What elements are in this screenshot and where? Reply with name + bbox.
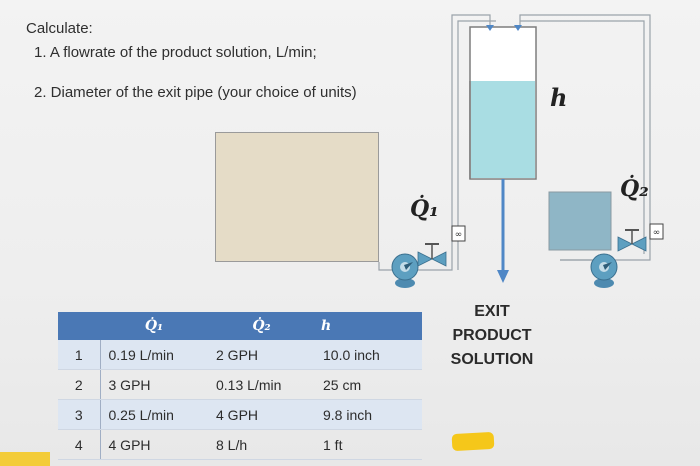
exit-line-1: EXIT (474, 303, 510, 320)
data-table: Q̇₁ Q̇₂ h 1 0.19 L/min 2 GPH 10.0 inch 2… (58, 312, 422, 460)
q1-label: Q̇₁ (410, 196, 439, 222)
highlighter-mark (451, 431, 495, 452)
h-label: h (550, 83, 568, 112)
question-item-1: 1. A flowrate of the product solution, L… (34, 44, 317, 61)
table-header-q2: Q̇₂ (208, 312, 315, 340)
table-cell: 1 ft (315, 429, 422, 460)
table-cell: 0.25 L/min (100, 399, 208, 430)
flowmeter-1-icon (451, 225, 466, 242)
corner-highlighter-mark (0, 452, 50, 466)
table-cell: 3 (58, 399, 101, 430)
flowmeter-2-symbol: ∞ (653, 228, 661, 238)
table-header-index (58, 312, 100, 340)
exit-product-solution-label: EXIT PRODUCT SOLUTION (446, 300, 538, 372)
pump-2-icon (590, 253, 618, 288)
table-cell: 1 (58, 340, 101, 370)
table-row: 1 0.19 L/min 2 GPH 10.0 inch (58, 340, 422, 370)
table-cell: 4 GPH (100, 429, 208, 460)
question-item-2: 2. Diameter of the exit pipe (your choic… (34, 84, 357, 101)
table-cell: 10.0 inch (315, 340, 422, 370)
flowmeter-2-icon (649, 223, 664, 240)
table-cell: 2 (58, 369, 101, 400)
table-header-q1: Q̇₁ (100, 312, 208, 340)
table-cell: 0.19 L/min (100, 340, 208, 370)
reagent-box (548, 191, 612, 251)
pump-1-icon (391, 253, 419, 288)
flowmeter-1-symbol: ∞ (455, 230, 463, 240)
table-header-row: Q̇₁ Q̇₂ h (58, 312, 422, 340)
valve-1-icon (417, 243, 447, 267)
table-cell: 9.8 inch (315, 399, 422, 430)
table-row: 4 4 GPH 8 L/h 1 ft (58, 429, 422, 460)
table-row: 3 0.25 L/min 4 GPH 9.8 inch (58, 399, 422, 430)
table-cell: 25 cm (315, 369, 422, 400)
table-header-h: h (315, 312, 422, 340)
feed-pipe (378, 14, 491, 271)
table-cell: 2 GPH (208, 340, 315, 370)
question-heading: Calculate: (26, 20, 93, 37)
valve-2-icon (617, 229, 647, 252)
exit-line-3: SOLUTION (450, 351, 534, 368)
feed-solution-box (215, 132, 379, 262)
table-row: 2 3 GPH 0.13 L/min 25 cm (58, 369, 422, 400)
table-cell: 4 GPH (208, 399, 315, 430)
table-cell: 0.13 L/min (208, 369, 315, 400)
table-cell: 8 L/h (208, 429, 315, 460)
reagent-pipe (519, 14, 651, 261)
table-cell: 3 GPH (100, 369, 208, 400)
table-cell: 4 (58, 429, 101, 460)
q2-label: Q̇₂ (620, 176, 649, 202)
tank-liquid (471, 81, 535, 178)
exit-line-2: PRODUCT (452, 327, 532, 344)
